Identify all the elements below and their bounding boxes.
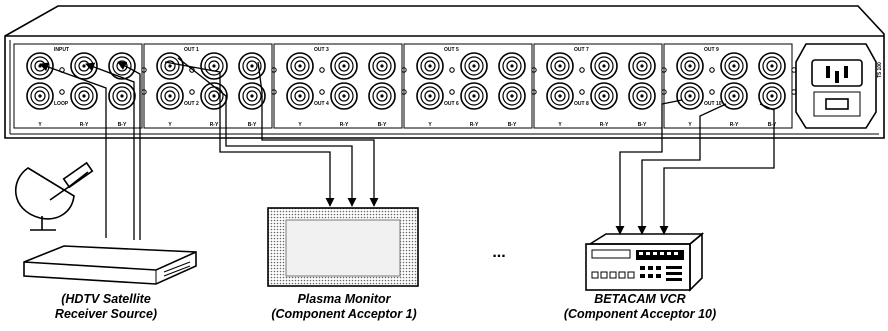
column-label: Y [428,122,432,128]
ellipsis-text: ... [492,244,505,261]
bnc-connector-icon[interactable] [108,82,147,110]
bnc-connector-icon[interactable] [59,82,98,110]
bnc-connector-icon[interactable] [579,52,618,80]
bnc-connector-icon[interactable] [416,52,455,80]
bnc-connector-icon[interactable] [546,52,585,80]
column-label: R-Y [730,122,739,128]
column-label: B-Y [638,122,647,128]
receiver-box-icon [23,245,197,285]
column-label: B-Y [248,122,257,128]
bnc-connector-icon[interactable] [319,52,358,80]
bnc-connector-icon[interactable] [368,52,407,80]
group-top-label: OUT 5 [444,47,459,53]
column-label: R-Y [80,122,89,128]
betacam-vcr-icon [585,232,705,292]
bnc-connector-icon[interactable] [498,52,537,80]
bnc-connector-icon[interactable] [238,52,277,80]
group-bottom-label: OUT 10 [704,101,722,107]
group-top-label: OUT 9 [704,47,719,53]
group-top-label: OUT 7 [574,47,589,53]
group-bottom-label: OUT 8 [574,101,589,107]
plasma-monitor-icon [267,207,419,287]
connector-group: OUT 3 OUT 4 Y R-Y B-Y [273,43,407,129]
column-label: R-Y [210,122,219,128]
bnc-connector-icon[interactable] [628,82,667,110]
bnc-connector-icon[interactable] [189,52,228,80]
group-top-label: INPUT [54,47,69,53]
satellite-dish-icon [15,161,94,231]
vcr-wires [615,99,775,235]
bnc-connector-icon[interactable] [59,52,98,80]
source-caption-line1: (HDTV Satellite [61,292,151,306]
monitor-wires [164,57,379,207]
bnc-connector-icon[interactable] [449,82,488,110]
column-label: R-Y [340,122,349,128]
switcher-chassis [4,5,885,139]
group-bottom-label: OUT 2 [184,101,199,107]
bnc-connector-icon[interactable] [758,82,797,110]
group-top-label: OUT 1 [184,47,199,53]
column-label: R-Y [470,122,479,128]
connector-group: OUT 9 OUT 10 Y R-Y B-Y [663,43,797,129]
connector-group: OUT 5 OUT 6 Y R-Y B-Y [403,43,537,129]
bnc-connector-icon[interactable] [709,82,748,110]
group-bottom-label: OUT 4 [314,101,329,107]
power-inlet-icon [795,43,877,129]
bnc-connector-icon[interactable] [368,82,407,110]
bnc-connector-icon[interactable] [498,82,537,110]
column-label: Y [298,122,302,128]
bnc-connector-icon[interactable] [286,52,325,80]
side-label: T5 100 [877,62,883,78]
group-top-label: OUT 3 [314,47,329,53]
bnc-connector-icon[interactable] [709,52,748,80]
connector-group: OUT 7 OUT 8 Y R-Y B-Y [533,43,667,129]
connector-group: OUT 1 OUT 2 Y R-Y B-Y [143,43,277,129]
bnc-connector-icon[interactable] [758,52,797,80]
column-label: Y [558,122,562,128]
connector-group: INPUT LOOP Y R-Y B-Y [13,43,147,129]
bnc-connector-icon[interactable] [319,82,358,110]
vcr-caption-line1: BETACAM VCR [594,292,685,306]
column-label: B-Y [768,122,777,128]
column-label: Y [38,122,42,128]
column-label: Y [688,122,692,128]
input-wires [39,61,141,240]
group-bottom-label: OUT 6 [444,101,459,107]
column-label: R-Y [600,122,609,128]
column-label: B-Y [378,122,387,128]
monitor-caption-line2: (Component Acceptor 1) [271,307,416,321]
source-caption-line2: Receiver Source) [55,307,157,321]
bnc-connector-icon[interactable] [416,82,455,110]
column-label: Y [168,122,172,128]
bnc-connector-icon[interactable] [238,82,277,110]
bnc-connector-icon[interactable] [628,52,667,80]
vcr-caption-line2: (Component Acceptor 10) [564,307,716,321]
column-label: B-Y [508,122,517,128]
group-bottom-label: LOOP [54,101,69,107]
bnc-connector-icon[interactable] [676,52,715,80]
bnc-connector-icon[interactable] [579,82,618,110]
column-label: B-Y [118,122,127,128]
monitor-caption-line1: Plasma Monitor [297,292,391,306]
bnc-connector-icon[interactable] [449,52,488,80]
